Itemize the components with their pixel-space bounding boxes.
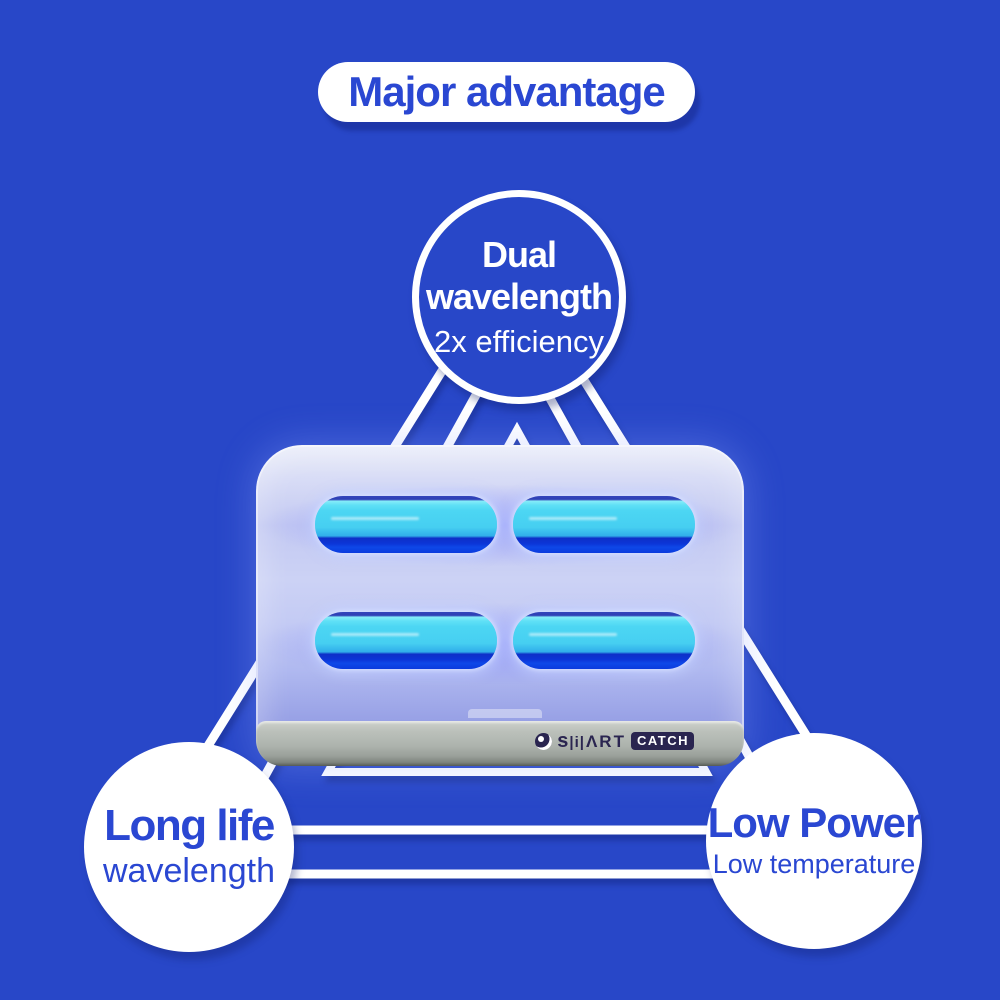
body-tab — [468, 709, 542, 718]
left-node-subtitle: wavelength — [102, 852, 275, 890]
brand-letter-s: s — [557, 730, 569, 752]
brand-wordmark: s |i| ΛRT — [557, 731, 626, 751]
node-dual-wavelength: Dual wavelength 2x efficiency — [412, 190, 626, 404]
led-bar-bottom-left — [315, 612, 497, 669]
top-node-title-line2: wavelength — [425, 275, 613, 317]
led-bar-bottom-right — [513, 612, 695, 669]
led-bar-top-right — [513, 496, 695, 553]
brand-stylized-m: |i| — [569, 734, 585, 751]
device-base: s |i| ΛRT CATCH — [256, 721, 744, 766]
title-banner: Major advantage — [318, 62, 695, 122]
led-bar-top-left — [315, 496, 497, 553]
node-long-life: Long life wavelength — [84, 742, 294, 952]
brand-letters-art: ΛRT — [585, 732, 626, 751]
top-node-title-line1: Dual — [481, 233, 557, 275]
smart-catch-logo: s |i| ΛRT CATCH — [535, 731, 694, 751]
left-node-title: Long life — [104, 801, 275, 850]
right-node-title: Low Power — [707, 799, 922, 846]
node-low-power: Low Power Low temperature — [706, 733, 922, 949]
page-title: Major advantage — [348, 68, 665, 115]
brand-crescent-icon — [535, 732, 553, 750]
product-device: s |i| ΛRT CATCH — [256, 445, 744, 766]
right-node-subtitle: Low temperature — [712, 849, 916, 879]
device-body — [256, 445, 744, 766]
top-node-subtitle: 2x efficiency — [433, 323, 604, 359]
catch-badge: CATCH — [630, 732, 694, 750]
